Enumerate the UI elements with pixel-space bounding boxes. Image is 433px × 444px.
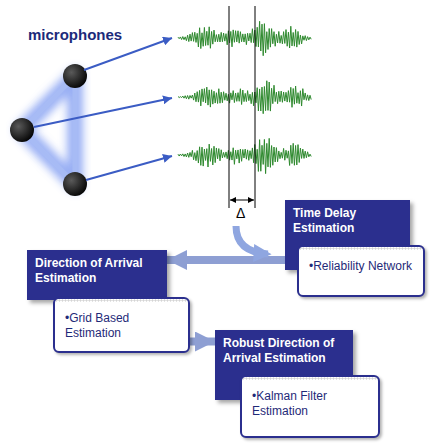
signal-arrows [34,38,172,180]
delay-line [229,6,230,208]
waveform [178,21,311,55]
signal-arrow [86,156,172,180]
method-box: •Reliability Network [297,245,425,297]
node-text: •Grid Based Estimation [65,311,178,341]
flow-arrow [236,226,268,254]
stage-header: Direction of Arrival Estimation [27,250,167,300]
signal-arrow [34,98,172,127]
microphone [63,64,87,88]
microphone [10,118,34,142]
waveform [178,138,311,173]
waveform [178,81,311,114]
delay-markers [229,6,255,208]
method-box: •Kalman Filter Estimation [240,375,380,438]
method-box: •Grid Based Estimation [53,297,190,353]
node-text: Time Delay Estimation [293,206,402,236]
delay-line [255,6,256,208]
node-text: •Kalman Filter Estimation [252,389,368,419]
flow-connector [190,338,215,346]
node-text: •Reliability Network [309,259,413,274]
microphone [63,172,87,196]
node-text: Robust Direction of Arrival Estimation [223,336,345,366]
node-text: Direction of Arrival Estimation [35,256,159,286]
waveforms [178,21,311,173]
delay-arrow [230,200,254,201]
array-label: microphones [28,26,122,43]
delay-label: Δ [236,205,245,221]
microphone-array [10,64,87,196]
